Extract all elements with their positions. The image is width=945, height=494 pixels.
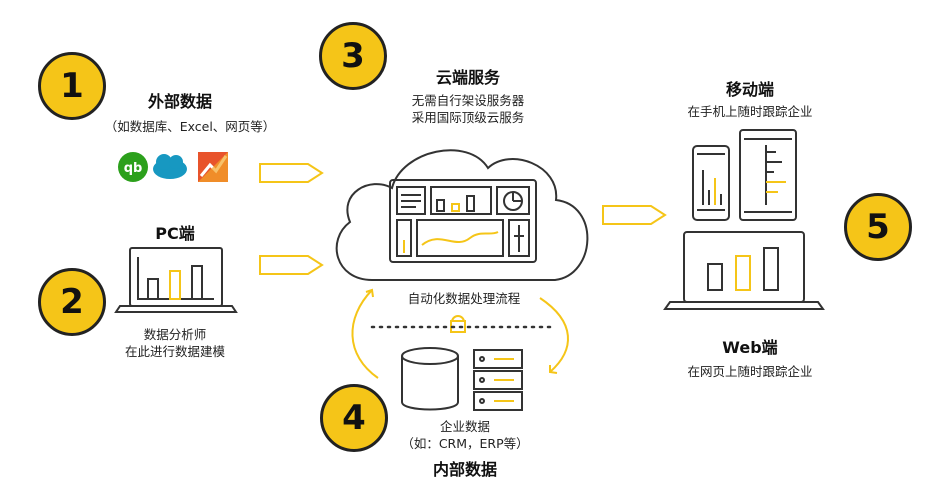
phone-icon	[692, 145, 730, 221]
automation-cycle	[351, 288, 569, 379]
cloud-title: 云端服务	[435, 68, 500, 87]
external-data-subtitle: （如数据库、Excel、网页等）	[104, 119, 276, 134]
step-1-badge: 1	[38, 52, 106, 120]
mobile-subtitle: 在手机上随时跟踪企业	[687, 104, 813, 119]
internal-data-title: 内部数据	[432, 460, 497, 479]
web-subtitle: 在网页上随时跟踪企业	[687, 364, 813, 379]
pc-laptop-icon	[114, 247, 238, 313]
enterprise-line-2: （如：CRM，ERP等）	[401, 436, 529, 451]
cloud-icon	[335, 149, 589, 281]
step-4-badge: 4	[320, 384, 388, 452]
arrow-external-to-cloud	[259, 163, 324, 183]
cloud-line-2: 采用国际顶级云服务	[411, 110, 525, 125]
enterprise-line-1: 企业数据	[439, 419, 490, 434]
pc-line-1: 数据分析师	[143, 327, 207, 342]
quickbooks-icon: qb	[118, 152, 148, 182]
flow-arrows	[259, 163, 667, 275]
external-data-title: 外部数据	[147, 92, 212, 111]
web-laptop-icon	[663, 231, 825, 310]
web-title: Web端	[722, 338, 778, 357]
step-5-badge: 5	[844, 193, 912, 261]
database-icon	[401, 347, 459, 411]
cycle-arrow-left	[351, 289, 379, 379]
analytics-icon	[198, 152, 228, 182]
pc-line-2: 在此进行数据建模	[124, 344, 225, 359]
cycle-arrow-right	[539, 297, 569, 373]
arrow-cloud-to-clients	[602, 205, 667, 225]
server-rack-icon	[473, 349, 523, 411]
step-2-badge: 2	[38, 268, 106, 336]
step-3-badge: 3	[319, 22, 387, 90]
tablet-icon	[739, 129, 797, 221]
svg-text:qb: qb	[124, 161, 143, 176]
arrow-pc-to-cloud	[259, 255, 324, 275]
automation-label: 自动化数据处理流程	[407, 291, 521, 306]
pc-title: PC端	[155, 224, 195, 243]
cloud-line-1: 无需自行架设服务器	[411, 93, 525, 108]
mobile-title: 移动端	[725, 80, 774, 99]
salesforce-icon	[153, 154, 187, 179]
